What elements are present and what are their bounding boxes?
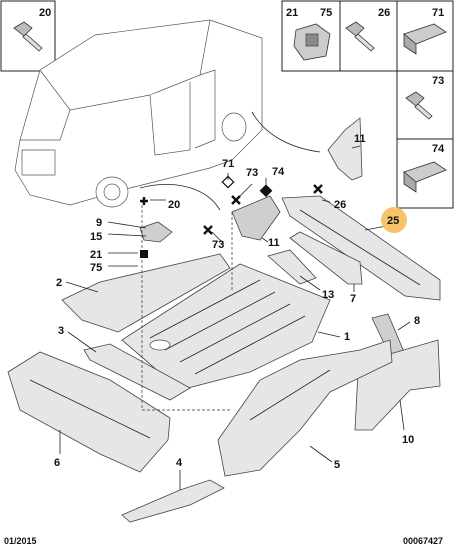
highlight-25 <box>381 207 407 233</box>
callout-9[interactable]: 9 <box>96 217 102 229</box>
vehicle-outline <box>14 19 263 208</box>
callout-25[interactable]: 25 <box>387 215 399 227</box>
cross-marker-26 <box>313 184 323 194</box>
callout-75[interactable]: 75 <box>90 262 102 274</box>
marker-71 <box>221 175 235 189</box>
cross-marker-73-low <box>203 225 213 235</box>
box-26-label: 26 <box>378 7 390 19</box>
bracket-part-11-lower[interactable] <box>231 195 281 241</box>
box-71-label: 71 <box>432 7 444 19</box>
callout-5[interactable]: 5 <box>334 459 340 471</box>
callout-21[interactable]: 21 <box>90 249 102 261</box>
crossmember-part-25[interactable] <box>281 195 441 301</box>
leader-lines <box>59 145 411 490</box>
screw-icon <box>405 91 433 120</box>
rear-frame-part-5[interactable] <box>217 339 393 477</box>
box-73-label: 73 <box>432 75 444 87</box>
callout-6[interactable]: 6 <box>54 457 60 469</box>
fastener-box-73[interactable]: 73 <box>396 70 454 140</box>
callout-8[interactable]: 8 <box>414 315 420 327</box>
callout-71[interactable]: 71 <box>222 158 234 170</box>
callouts: 11 71 73 74 20 26 25 9 15 21 75 73 11 2 … <box>54 133 420 471</box>
fastener-box-74[interactable]: 74 <box>396 138 454 209</box>
marker-21 <box>140 250 148 258</box>
screw-icon <box>345 21 375 52</box>
side-panel-part-2[interactable] <box>61 253 231 333</box>
cross-marker-20 <box>140 197 148 205</box>
callout-11-low[interactable]: 11 <box>268 237 280 249</box>
fastener-box-26[interactable]: 26 <box>339 0 398 72</box>
fastener-box-71[interactable]: 71 <box>396 0 454 72</box>
spring-clip-icon <box>403 161 447 193</box>
spring-clip-icon <box>403 23 447 55</box>
bracket-part-13[interactable] <box>267 249 317 285</box>
footer-ref: 00067427 <box>403 536 443 546</box>
box-20-label: 20 <box>39 7 51 19</box>
cross-marker-73-mid <box>231 195 241 205</box>
fastener-box-21-75[interactable]: 21 75 <box>281 0 341 72</box>
callout-73-mid[interactable]: 73 <box>246 167 258 179</box>
callout-4[interactable]: 4 <box>176 457 183 469</box>
box-21-label: 21 <box>286 7 298 19</box>
sill-part-3[interactable] <box>83 343 191 401</box>
footer-date: 01/2015 <box>4 536 37 546</box>
callout-74[interactable]: 74 <box>272 166 285 178</box>
callout-73-low[interactable]: 73 <box>212 239 224 251</box>
callout-15[interactable]: 15 <box>90 231 102 243</box>
callout-20[interactable]: 20 <box>168 199 180 211</box>
box-75-label: 75 <box>320 7 332 19</box>
rail-part-7[interactable] <box>289 231 363 285</box>
screw-icon <box>13 21 43 52</box>
callout-3[interactable]: 3 <box>58 325 64 337</box>
mount-part-9[interactable] <box>139 221 173 243</box>
callout-11-top[interactable]: 11 <box>354 133 366 145</box>
rocker-part-6[interactable] <box>7 351 171 473</box>
callout-1[interactable]: 1 <box>344 331 350 343</box>
callout-7[interactable]: 7 <box>350 293 356 305</box>
clip-nut-icon <box>293 23 331 61</box>
box-74-label: 74 <box>432 143 445 155</box>
marker-74 <box>259 184 273 198</box>
callout-10[interactable]: 10 <box>402 434 414 446</box>
callout-13[interactable]: 13 <box>322 289 334 301</box>
reinforcement-part-4[interactable] <box>121 479 225 523</box>
mudflap-part-11[interactable] <box>327 117 363 181</box>
callout-2[interactable]: 2 <box>56 277 62 289</box>
callout-26[interactable]: 26 <box>334 199 346 211</box>
fastener-box-20[interactable]: 20 <box>0 0 56 72</box>
